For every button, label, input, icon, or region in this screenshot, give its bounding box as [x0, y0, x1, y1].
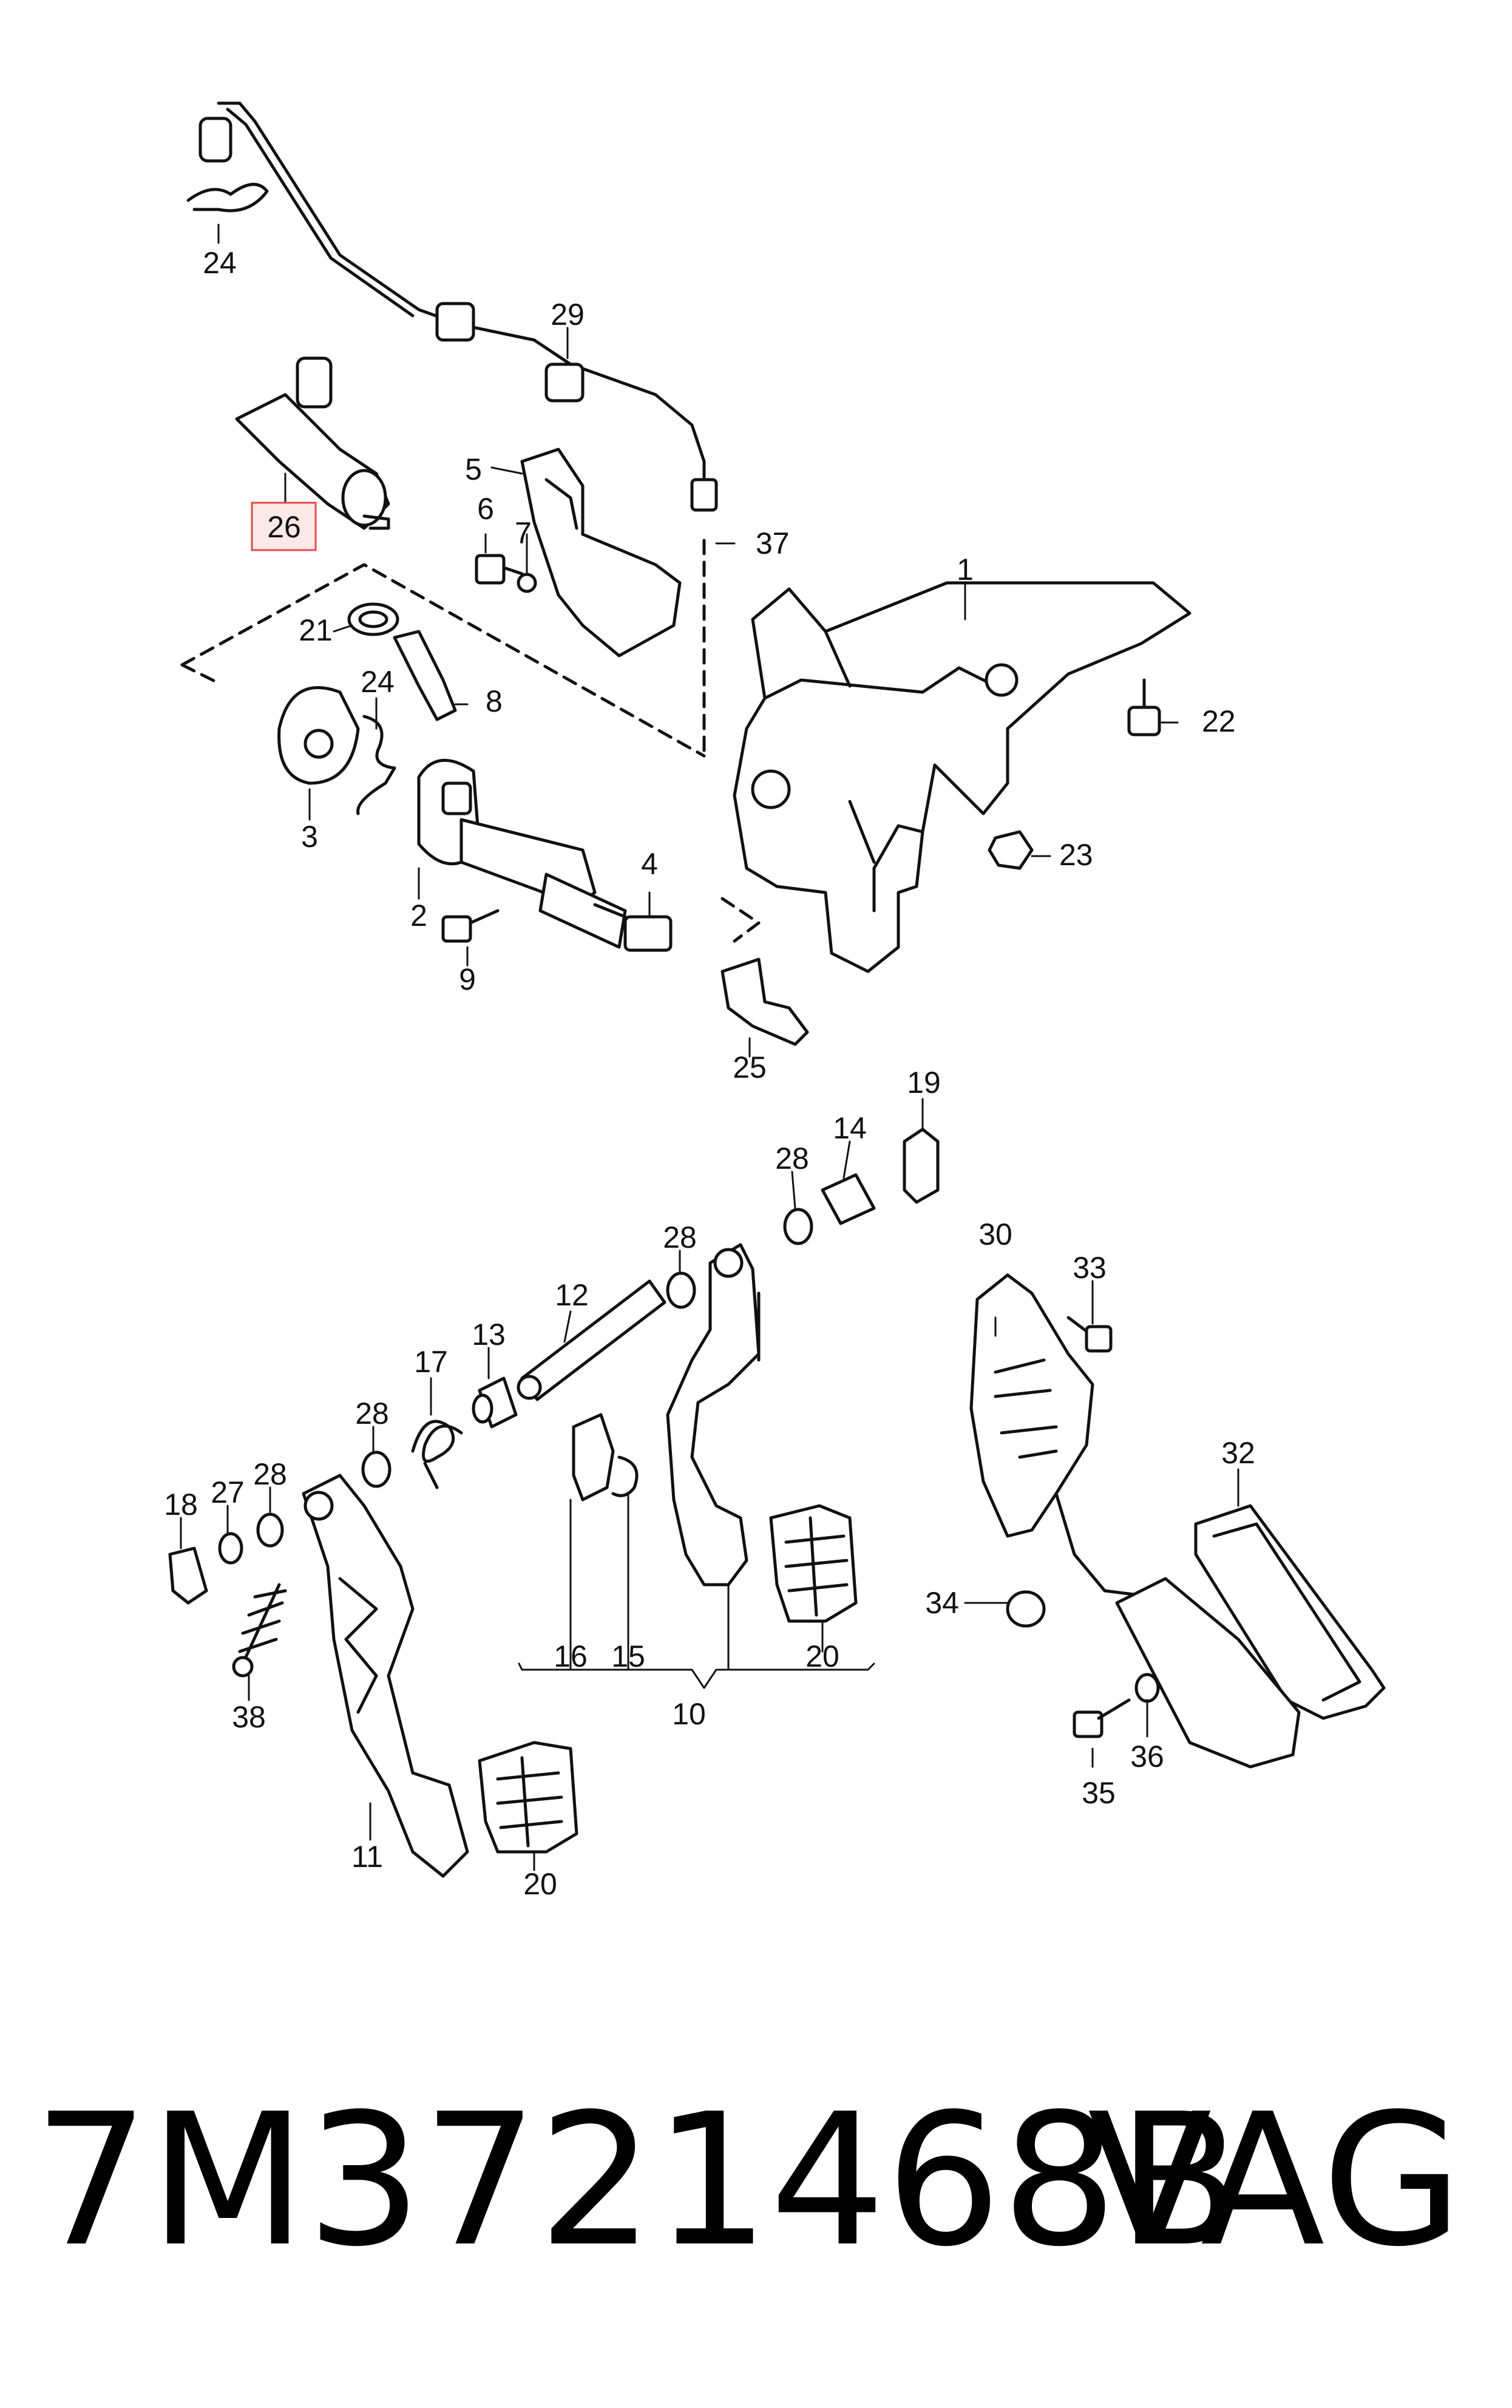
callout-19: 19: [907, 1066, 941, 1100]
brand-name: VAG: [1088, 2075, 1463, 2287]
clip-19: [903, 1127, 940, 1204]
clip-15: [611, 1455, 639, 1497]
callout-26: 26: [267, 510, 301, 544]
pedal-pad-20-right: [769, 1504, 858, 1623]
washer-36: [1134, 1673, 1160, 1703]
callout-28-mid: 28: [663, 1220, 697, 1254]
callout-25: 25: [733, 1050, 767, 1084]
clip-18: [168, 1546, 208, 1605]
clip-24-mid: [356, 715, 396, 815]
callout-12: 12: [555, 1278, 589, 1312]
callout-3: 3: [301, 820, 318, 854]
callout-21: 21: [299, 613, 333, 647]
hose-piece-8: [393, 630, 457, 721]
callout-1: 1: [957, 553, 974, 587]
callout-30: 30: [978, 1217, 1012, 1251]
bracket-16: [572, 1413, 615, 1502]
washer-28-far-left: [256, 1512, 284, 1548]
callout-14: 14: [833, 1111, 867, 1145]
callout-28-far-left: 28: [253, 1457, 287, 1491]
callout-2: 2: [410, 899, 427, 933]
switch-25: [720, 957, 809, 1046]
bolt-35: [1073, 1698, 1131, 1738]
spring-17: [411, 1420, 463, 1489]
pedal-pad-20-left: [478, 1741, 578, 1854]
banjo-connector-26: [235, 356, 390, 530]
callout-11: 11: [351, 1840, 383, 1874]
nut-23: [988, 830, 1034, 870]
callout-24-top: 24: [203, 246, 237, 280]
bolt-9: [441, 909, 500, 943]
hose-clip-24-top: [186, 183, 269, 213]
callout-5: 5: [465, 452, 482, 486]
part-number: 7M3721468B: [33, 2075, 1242, 2287]
accelerator-pad-32: [1115, 1504, 1386, 1769]
washer-28-left: [361, 1451, 392, 1488]
callout-23: 23: [1059, 838, 1093, 872]
callout-28-left: 28: [355, 1396, 389, 1430]
callout-labels: 24 29 5 6 7 37 1 21 8 24 22 3 4 23 2 9 2…: [164, 246, 1255, 1901]
callout-20-right: 20: [805, 1639, 839, 1673]
callout-13: 13: [472, 1318, 506, 1352]
master-cylinder-2: [417, 758, 627, 949]
throttle-module-30: [969, 1273, 1155, 1599]
callout-18: 18: [164, 1488, 198, 1522]
callout-34: 34: [925, 1586, 959, 1620]
callout-17: 17: [414, 1345, 448, 1379]
callout-27: 27: [211, 1475, 245, 1509]
callout-32: 32: [1221, 1436, 1255, 1470]
callout-9: 9: [459, 962, 476, 996]
part-number-footer: 7M3721468B VAG: [33, 2075, 1463, 2287]
bolt-22: [1127, 678, 1161, 736]
spring-38: [232, 1583, 287, 1678]
callout-16: 16: [554, 1639, 588, 1673]
callout-38: 38: [232, 1700, 266, 1734]
highlighted-callout-26: 26: [251, 502, 317, 551]
bushing-13: [472, 1376, 518, 1429]
clutch-hydraulic-line: [198, 101, 718, 512]
shaft-12: [517, 1279, 666, 1401]
washer-7: [517, 573, 537, 593]
callout-24-mid: 24: [361, 665, 395, 699]
bushing-14: [821, 1173, 876, 1225]
callout-37: 37: [756, 526, 790, 560]
clutch-pedal-11: [302, 1474, 469, 1878]
callout-15: 15: [611, 1639, 645, 1673]
dashed-group-boundary: [180, 539, 761, 943]
callout-7: 7: [515, 516, 532, 550]
bolt-6: [475, 554, 524, 585]
callout-6: 6: [477, 492, 494, 526]
callout-35: 35: [1082, 1776, 1116, 1810]
callout-20-left: 20: [523, 1867, 557, 1901]
stop-34: [1006, 1590, 1046, 1628]
gasket-3: [277, 686, 360, 785]
callout-22: 22: [1202, 704, 1236, 738]
callout-10: 10: [672, 1697, 706, 1731]
brake-pedal-10: [666, 1243, 761, 1587]
callout-29: 29: [551, 298, 585, 332]
callout-36: 36: [1130, 1740, 1164, 1774]
callout-8: 8: [486, 684, 503, 718]
bracket-5: [520, 447, 682, 658]
washer-28-upper: [783, 1208, 813, 1245]
callout-33: 33: [1073, 1251, 1107, 1285]
washer-28-mid: [666, 1271, 696, 1309]
callout-4: 4: [641, 847, 658, 881]
screw-33: [1066, 1316, 1113, 1353]
callout-28-upper: 28: [775, 1141, 809, 1175]
pedal-bracket-1: [733, 581, 1192, 973]
leader-lines: [180, 223, 1239, 1871]
hose-clamp-21: [347, 602, 399, 636]
washer-27: [218, 1532, 243, 1565]
push-rod-4: [593, 903, 673, 952]
